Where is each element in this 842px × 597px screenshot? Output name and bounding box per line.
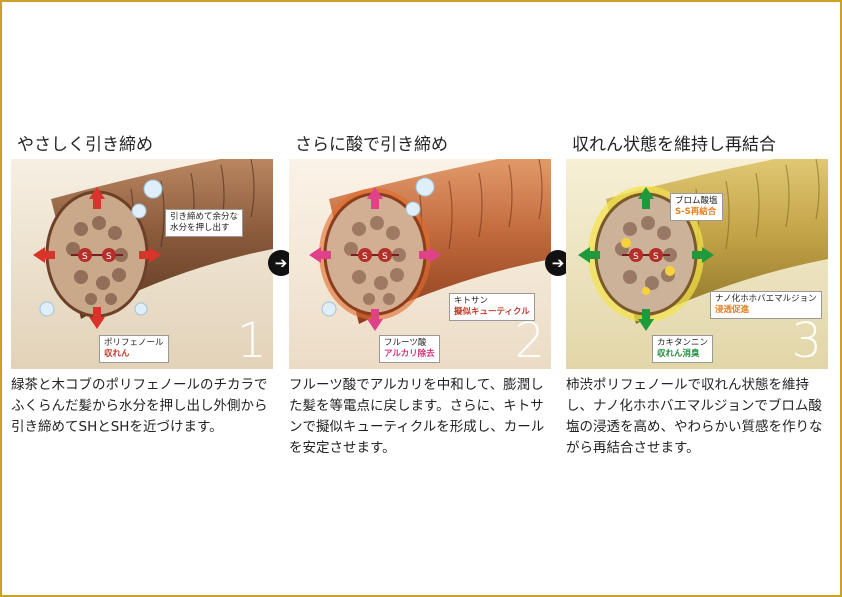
hair-cross-section-image: S S xyxy=(289,159,551,369)
callout-label: キトサン 擬似キューティクル xyxy=(449,293,535,321)
step-number: 2 xyxy=(514,313,545,369)
step-description: 柿渋ポリフェノールで収れん状態を維持し、ナノ化ホホバエマルジョンでブロム酸塩の浸… xyxy=(566,377,823,456)
step-illustration: S S ブロム酸塩 S-S再結合 ナノ化ホホバエマルジョン 浸透促進 カキタンニ… xyxy=(566,159,828,369)
hair-cross-section-image: S S xyxy=(11,159,273,369)
step-panel-3: 収れん状態を維持し再結合 S S xyxy=(566,133,828,459)
step-description: 緑茶と木コブのポリフェノールのチカラでふくらんだ髪から水分を押し出し外側から引き… xyxy=(11,377,268,435)
step-panel-1: やさしく引き締め S S xyxy=(11,133,273,438)
callout-label: ブロム酸塩 S-S再結合 xyxy=(670,193,723,221)
step-description: フルーツ酸でアルカリを中和して、膨潤した髪を等電点に戻します。さらに、キトサンで… xyxy=(289,377,545,456)
step-illustration: S S 引き締めて余分な 水分を押し出す ポリフェノール 収れん 1 xyxy=(11,159,273,369)
sulfur-label: S xyxy=(106,252,112,262)
step-heading: さらに酸で引き締め xyxy=(295,135,448,155)
callout-label: ナノ化ホホバエマルジョン 浸透促進 xyxy=(710,291,822,319)
step-number: 1 xyxy=(236,313,267,369)
step-panel-2: さらに酸で引き締め S S xyxy=(289,133,551,459)
sulfur-label: S xyxy=(82,252,88,262)
sulfur-label: S xyxy=(362,252,368,262)
callout-label: カキタンニン 収れん消臭 xyxy=(652,335,714,363)
step-number: 3 xyxy=(791,313,822,369)
step-heading: 収れん状態を維持し再結合 xyxy=(572,135,776,155)
callout-label: ポリフェノール 収れん xyxy=(99,335,169,363)
sulfur-label: S xyxy=(653,252,659,262)
callout-label: 引き締めて余分な 水分を押し出す xyxy=(165,209,244,237)
sulfur-label: S xyxy=(633,252,639,262)
sulfur-label: S xyxy=(382,252,388,262)
callout-label: フルーツ酸 アルカリ除去 xyxy=(379,335,440,363)
step-illustration: S S キトサン 擬似キューティクル フルーツ酸 アルカリ除去 2 xyxy=(289,159,551,369)
step-heading: やさしく引き締め xyxy=(17,135,153,155)
